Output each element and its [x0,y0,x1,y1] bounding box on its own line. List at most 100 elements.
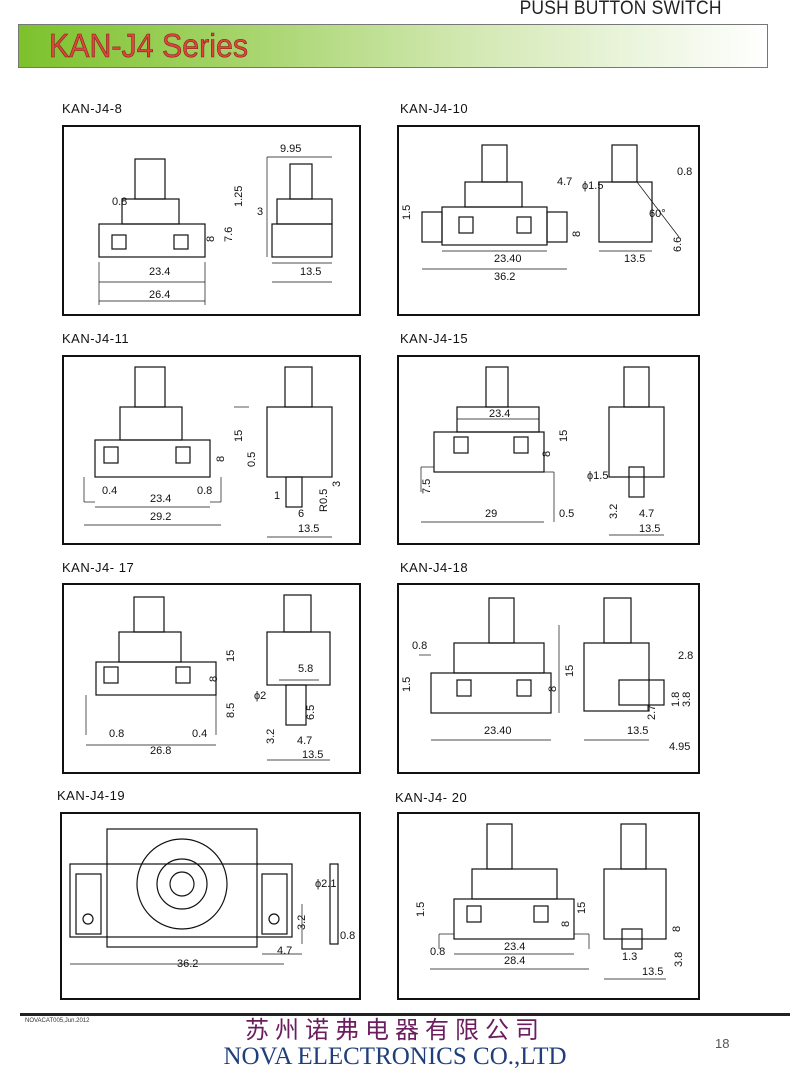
button-circle [136,838,228,930]
switch-outline [513,436,529,454]
dimension-label: 1.8 [670,692,682,707]
button-circle [268,913,280,925]
dimension-label: 36.2 [177,958,198,970]
dimension-label: 4.95 [669,741,690,753]
dimension-label: 1 [274,490,280,502]
dimension-label: 13.5 [627,725,648,737]
dimension-label: 23.40 [484,725,512,737]
switch-outline [481,144,508,183]
footer-divider [20,1013,790,1016]
page-number: 18 [715,1036,730,1051]
dimension-label: 23.4 [150,493,171,505]
switch-outline [118,631,182,663]
switch-outline [94,439,211,478]
dimension-label: 6.5 [305,705,317,720]
dimension-label: 8 [215,456,227,462]
dimension-label: R0.5 [318,489,330,512]
dimension-label: 15 [564,665,576,677]
dimension-label: 13.5 [300,266,321,278]
dimension-label: 1.25 [233,186,245,207]
button-circle [82,913,94,925]
series-title: KAN-J4 Series [49,27,249,65]
diagram-caption: KAN-J4-15 [400,331,469,346]
dimension-label: 0.8 [197,485,212,497]
dimension-label: 0.8 [112,196,127,208]
switch-outline [289,163,313,200]
dimension-label: 0.4 [192,728,207,740]
switch-outline [453,898,575,940]
switch-outline [603,597,632,644]
dimension-label: ϕ2.1 [315,878,336,890]
switch-outline [133,596,165,633]
switch-outline [421,211,443,243]
switch-outline [583,642,650,712]
switch-outline [464,181,523,208]
switch-outline [516,679,532,697]
switch-outline [119,406,183,441]
dimension-label: 0.8 [412,640,427,652]
dimension-label: 3 [257,206,263,218]
dimension-label: 9.95 [280,143,301,155]
diagram-caption: KAN-J4-19 [57,788,126,803]
dimension-label: 7.5 [421,479,433,494]
switch-outline [106,828,258,948]
dimension-label: 3.2 [265,729,277,744]
switch-outline [121,198,180,225]
dimension-label: 4.7 [277,945,292,957]
switch-outline [533,905,549,923]
dimension-label: 0.8 [677,166,692,178]
switch-outline [546,211,568,243]
diagram-caption: KAN-J4- 20 [395,790,468,805]
dimension-label: 15 [225,650,237,662]
dimension-label: 8 [205,236,217,242]
dimension-label: 6 [298,508,304,520]
dimension-label: 3.8 [673,952,685,967]
dimension-label: 0.4 [102,485,117,497]
dimension-label: 8 [671,926,683,932]
dimension-label: 26.4 [149,289,170,301]
dimension-label: 60° [649,208,666,220]
dimension-label: 1.5 [415,902,427,917]
dimension-label: ϕ2 [254,690,266,702]
dimension-label: 3.2 [296,915,308,930]
switch-outline [488,597,515,644]
switch-outline [598,181,653,243]
dimension-label: 3.2 [608,504,620,519]
dimension-label: 28.4 [504,955,525,967]
switch-outline [173,234,189,250]
dimension-label: 36.2 [494,271,515,283]
dimension-label: 8 [541,451,553,457]
switch-outline [271,223,333,258]
switch-outline [75,873,102,935]
dimension-label: 1.5 [401,205,413,220]
dimension-label: 0.8 [109,728,124,740]
dimension-label: 13.5 [624,253,645,265]
dimension-label: 13.5 [642,966,663,978]
dimension-label: 2.7 [646,705,658,720]
switch-outline [284,366,313,408]
switch-outline [608,406,665,478]
switch-outline [285,684,307,726]
dimension-label: 15 [576,902,588,914]
switch-outline [276,198,333,225]
switch-outline [621,928,643,950]
dimension-label: 6.6 [672,237,684,252]
dimension-label: 4.7 [639,508,654,520]
switch-outline [430,672,552,714]
switch-outline [266,631,331,686]
switch-outline [266,406,333,478]
dimension-label: 15 [233,430,245,442]
switch-outline [486,823,513,870]
switch-outline [283,594,312,633]
switch-outline [433,431,545,473]
switch-outline [285,476,303,508]
switch-outline [111,234,127,250]
